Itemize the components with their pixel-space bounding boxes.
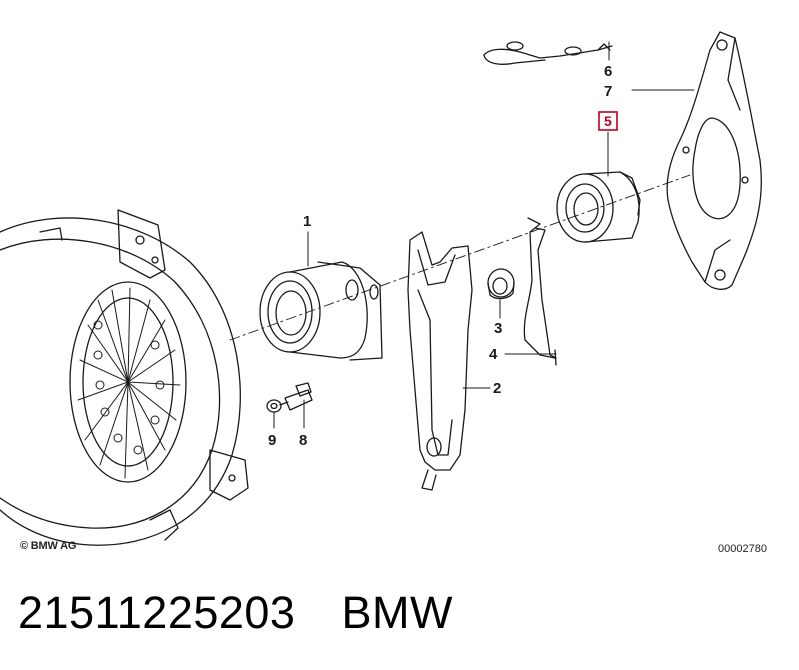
part-caption: 21511225203 BMW — [18, 587, 499, 639]
spring-clip-part-4 — [523, 217, 557, 366]
ball-socket-part-3 — [487, 268, 515, 300]
callout-9: 9 — [268, 432, 276, 449]
callout-6: 6 — [604, 63, 612, 80]
diagram-id-label: 00002780 — [718, 543, 767, 555]
spring-wire-part-6 — [483, 41, 613, 65]
assembly-axis-line — [229, 174, 691, 341]
bracket-plate-part-7 — [666, 31, 762, 290]
callout-8: 8 — [299, 432, 307, 449]
callout-4: 4 — [489, 346, 498, 363]
guide-sleeve-part-5 — [556, 171, 641, 243]
copyright-label: © BMW AG — [20, 540, 77, 552]
callout-7: 7 — [604, 83, 612, 100]
bolt-part-8 — [279, 382, 313, 411]
callout-3: 3 — [494, 320, 502, 337]
callout-1: 1 — [303, 213, 311, 230]
washer-part-9 — [266, 399, 282, 413]
clutch-pressure-plate — [0, 209, 249, 546]
callout-5: 5 — [604, 113, 612, 129]
callout-2: 2 — [493, 380, 501, 397]
release-bearing-part-1 — [259, 261, 383, 361]
part-number: 21511225203 — [18, 587, 296, 638]
brand-name: BMW — [341, 587, 453, 638]
exploded-parts-diagram: 1 2 3 4 5 6 7 8 9 — [0, 31, 762, 546]
release-lever-part-2 — [407, 231, 473, 491]
callout-5-highlight-box — [598, 111, 618, 131]
